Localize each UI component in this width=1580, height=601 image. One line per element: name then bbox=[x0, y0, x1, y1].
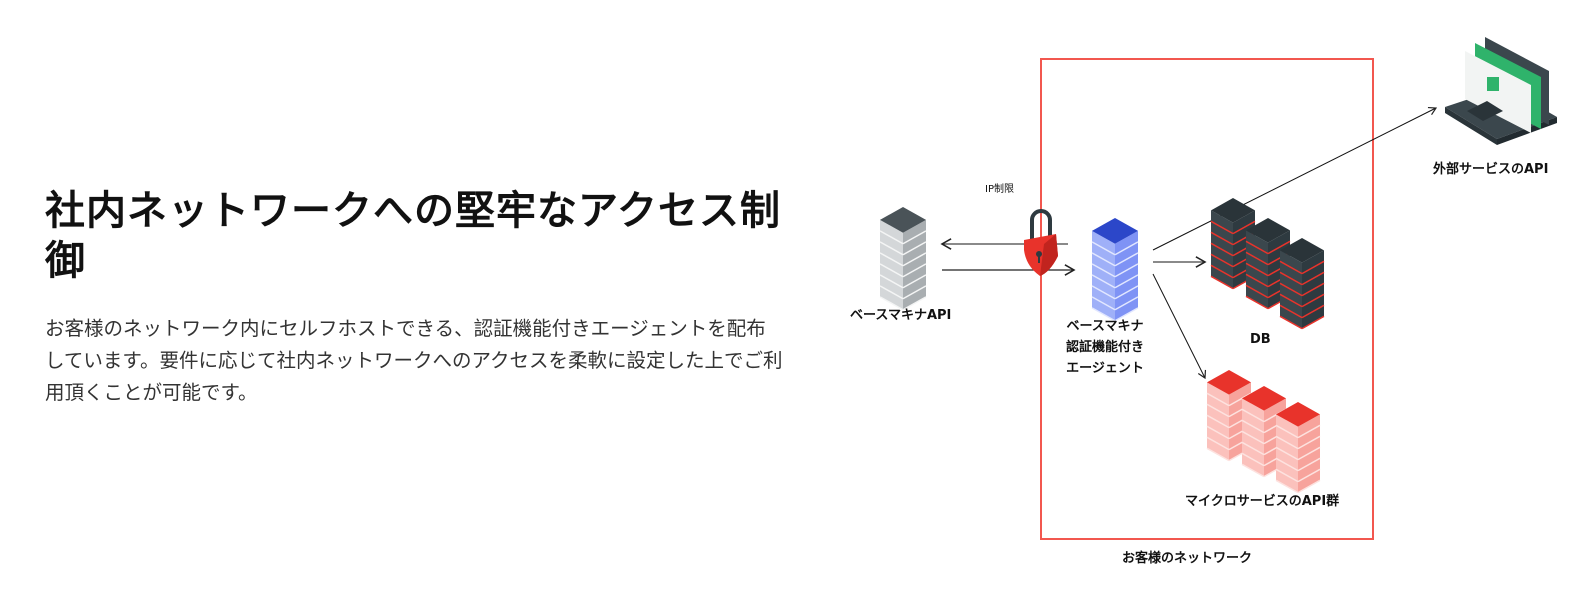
base-api-label: ベースマキナAPI bbox=[850, 308, 952, 323]
base-api-server-icon bbox=[879, 207, 927, 311]
agent-label-line: 認証機能付き bbox=[1066, 340, 1145, 355]
microservice-server-icon bbox=[1275, 402, 1321, 494]
customer-network-boundary bbox=[1040, 58, 1374, 540]
section-description: お客様のネットワーク内にセルフホストできる、認証機能付きエージェントを配布してい… bbox=[45, 317, 783, 404]
laptop-icon bbox=[1445, 37, 1557, 145]
ip-restriction-label: IP制限 bbox=[985, 184, 1014, 195]
section-heading: 社内ネットワークへの堅牢なアクセス制御 bbox=[45, 188, 781, 284]
arrow-agent-to-external-api bbox=[1152, 106, 1438, 251]
lock-icon bbox=[1024, 209, 1058, 276]
microservices-label: マイクロサービスのAPI群 bbox=[1185, 494, 1340, 509]
db-server-icon bbox=[1245, 218, 1291, 310]
db-server-icon bbox=[1279, 238, 1325, 330]
external-api-label: 外部サービスのAPI bbox=[1433, 162, 1549, 177]
arrow-agent-to-microservices bbox=[1152, 273, 1207, 380]
agent-server-icon bbox=[1091, 218, 1139, 322]
agent-label: ベースマキナ 認証機能付き エージェント bbox=[1066, 316, 1144, 379]
agent-label-line: エージェント bbox=[1066, 361, 1144, 376]
db-label: DB bbox=[1250, 332, 1271, 347]
microservice-server-icon bbox=[1241, 386, 1287, 478]
agent-label-line: ベースマキナ bbox=[1066, 319, 1144, 334]
network-label: お客様のネットワーク bbox=[1122, 551, 1253, 566]
